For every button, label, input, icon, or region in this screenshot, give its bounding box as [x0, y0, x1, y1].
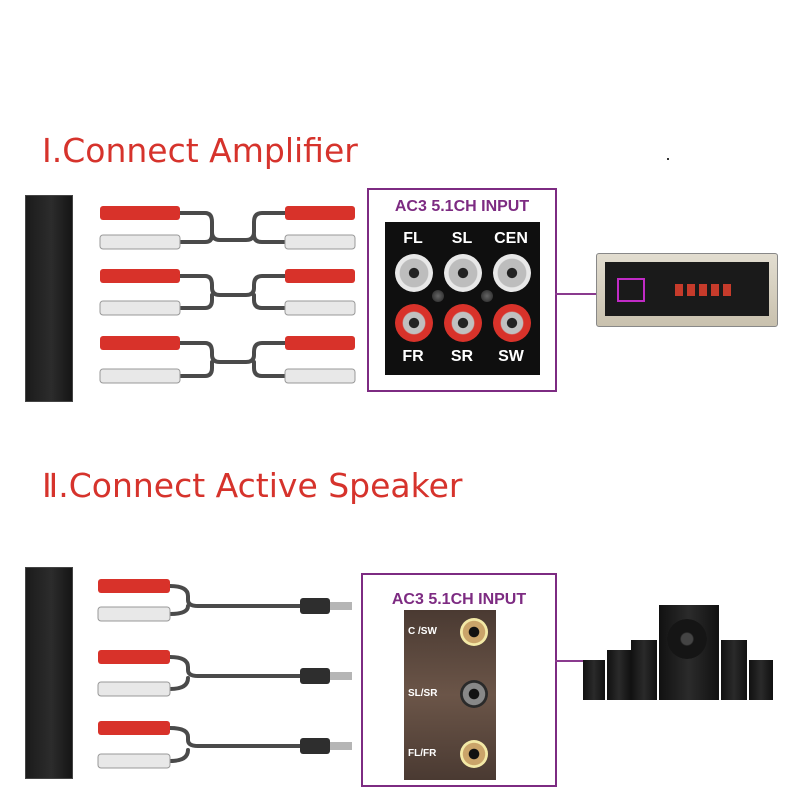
- rca-plug-red: [100, 336, 180, 350]
- jack-black: [460, 680, 488, 708]
- rca-plug-white: [97, 753, 171, 769]
- rca-jack-panel: FL SL CEN FR SR SW: [385, 222, 540, 375]
- rca-plug-white: [99, 300, 181, 316]
- screw: [432, 290, 444, 302]
- mini-jack-tip: [330, 672, 352, 680]
- speaker-terminal: [711, 284, 719, 296]
- jack-label-fl-fr: FL/FR: [408, 748, 437, 759]
- rca-plug-white: [284, 234, 356, 250]
- mini-jack-plug: [300, 668, 330, 684]
- amplifier-input-highlight: [617, 278, 645, 302]
- hdmi-audio-decoder-device: [25, 195, 73, 402]
- cable-pair-1-top: [178, 211, 287, 242]
- jack-white: [395, 254, 433, 292]
- cable-2-3-top: [168, 726, 302, 748]
- screw: [481, 290, 493, 302]
- rca-plug-red: [100, 206, 180, 220]
- subwoofer-cone: [667, 619, 707, 659]
- hdmi-audio-decoder-device: [25, 567, 73, 779]
- mini-jack-tip: [330, 742, 352, 750]
- cable-pair-2-bottom-right: [252, 293, 287, 310]
- rca-plug-white: [97, 606, 171, 622]
- jack-red: [493, 304, 531, 342]
- rca-plug-red: [100, 269, 180, 283]
- ac3-input-box-amplifier: AC3 5.1CH INPUT FL SL CEN FR SR SW: [367, 188, 557, 392]
- section-1-heading: Ⅰ.Connect Amplifier: [42, 131, 358, 170]
- ac3-input-box-active-speaker: AC3 5.1CH INPUT C /SW SL/SR FL/FR: [361, 573, 557, 787]
- cable-pair-3-bottom-left: [178, 360, 214, 378]
- speaker-jack-panel: C /SW SL/SR FL/FR: [404, 610, 496, 780]
- jack-label-fr: FR: [402, 348, 424, 365]
- jack-label-sr: SR: [450, 348, 474, 365]
- cable-pair-2-bottom-left: [178, 293, 214, 310]
- stray-dot: [667, 158, 669, 160]
- speaker-system-image: [583, 605, 783, 705]
- rca-plug-white: [284, 368, 356, 384]
- speaker-terminal: [687, 284, 695, 296]
- speaker-terminal: [723, 284, 731, 296]
- connector-line: [555, 660, 585, 662]
- cable-pair-3-bottom-right: [252, 360, 287, 378]
- amplifier-rear-panel: [605, 262, 769, 316]
- jack-label-sl: SL: [451, 230, 473, 247]
- rca-plug-white: [99, 234, 181, 250]
- jack-white: [493, 254, 531, 292]
- speaker-terminal: [699, 284, 707, 296]
- rca-plug-red: [98, 721, 170, 735]
- cable-pair-2-top: [178, 274, 287, 297]
- rca-plug-white: [99, 368, 181, 384]
- satellite-speaker: [749, 660, 773, 700]
- section-2-heading: Ⅱ.Connect Active Speaker: [42, 466, 463, 505]
- jack-label-cen: CEN: [494, 230, 528, 247]
- rca-plug-white: [284, 300, 356, 316]
- jack-yellow: [460, 618, 488, 646]
- rca-plug-red: [285, 206, 355, 220]
- rca-plug-red: [285, 336, 355, 350]
- satellite-speaker: [631, 640, 657, 700]
- connector-line: [555, 293, 605, 295]
- mini-jack-plug: [300, 738, 330, 754]
- cable-2-3-bottom: [168, 748, 190, 763]
- cable-pair-1-bottom-right: [252, 233, 287, 244]
- cable-pair-3-top: [178, 341, 287, 364]
- speaker-terminal: [675, 284, 683, 296]
- mini-jack-plug: [300, 598, 330, 614]
- amplifier-image: [596, 253, 778, 327]
- cable-2-2-top: [168, 655, 302, 678]
- cable-2-1-bottom: [168, 604, 190, 616]
- cable-pair-1-bottom-left: [178, 230, 214, 244]
- rca-plug-red: [98, 579, 170, 593]
- jack-label-fl: FL: [403, 230, 423, 247]
- satellite-speaker: [607, 650, 631, 700]
- box-title: AC3 5.1CH INPUT: [394, 198, 530, 215]
- cable-2-1-top: [168, 584, 302, 608]
- rca-plug-red: [98, 650, 170, 664]
- cable-2-2-bottom: [168, 676, 190, 691]
- jack-white: [444, 254, 482, 292]
- jack-red: [444, 304, 482, 342]
- rca-plug-red: [285, 269, 355, 283]
- rca-plug-white: [97, 681, 171, 697]
- jack-label-c-sw: C /SW: [408, 626, 437, 637]
- mini-jack-tip: [330, 602, 352, 610]
- jack-red: [395, 304, 433, 342]
- box-title: AC3 5.1CH INPUT: [391, 591, 527, 608]
- jack-label-sl-sr: SL/SR: [408, 688, 438, 699]
- satellite-speaker: [721, 640, 747, 700]
- satellite-speaker: [583, 660, 605, 700]
- jack-label-sw: SW: [498, 348, 524, 365]
- jack-yellow: [460, 740, 488, 768]
